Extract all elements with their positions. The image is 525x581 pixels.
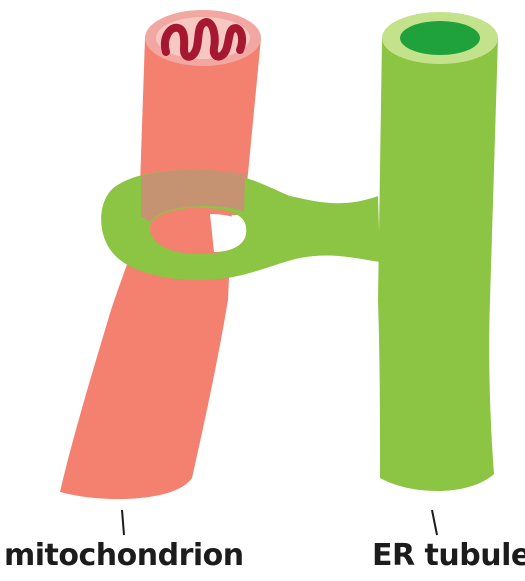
- er-tubule-body: [378, 38, 498, 491]
- mitochondrion-label: mitochondrion: [4, 538, 244, 574]
- mitochondrion-leader-line: [122, 510, 124, 535]
- er-tubule-label: ER tubule: [372, 538, 525, 574]
- er-tubule-lumen: [400, 21, 480, 55]
- er-tubule-leader-line: [432, 510, 437, 535]
